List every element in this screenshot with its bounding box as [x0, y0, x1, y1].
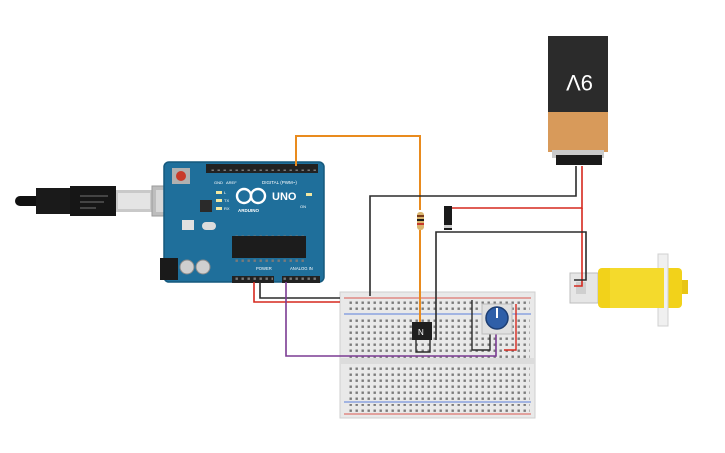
on-led [306, 193, 312, 196]
jumper-black-emitter[interactable] [415, 340, 431, 353]
uno-label: UNO [272, 191, 297, 203]
wire-black-battery-gnd[interactable] [369, 166, 577, 296]
wire-purple-analog[interactable] [285, 282, 497, 357]
usb-cable[interactable] [15, 185, 189, 217]
center-channel [340, 358, 535, 364]
transistor-label: N [418, 328, 424, 337]
wire-black-motor-negative[interactable] [435, 231, 587, 340]
oscillator [202, 222, 216, 230]
bottom-power-rail[interactable] [346, 404, 530, 413]
crystal [182, 220, 194, 230]
aref-label: AREF [226, 180, 237, 185]
status-leds: L TX RX [216, 190, 230, 211]
npn-transistor[interactable]: N [412, 322, 432, 340]
digital-header-label: DIGITAL (PWM~) [262, 180, 297, 185]
power-header-label: POWER [256, 266, 272, 271]
on-label: ON [300, 204, 306, 209]
dc-motor[interactable] [569, 253, 688, 327]
led-label-rx: RX [224, 206, 230, 211]
capacitor-1 [179, 259, 195, 275]
arduino-logo: ARDUINO [235, 187, 267, 213]
wire-red-motor-positive[interactable] [574, 208, 583, 287]
wire-red-5v[interactable] [253, 282, 340, 303]
led-label-l: L [224, 190, 227, 195]
digital-pin-header[interactable] [206, 164, 318, 173]
potentiometer[interactable] [481, 303, 513, 335]
capacitor-2 [195, 259, 211, 275]
power-jack[interactable] [160, 258, 178, 280]
wire-orange-signal[interactable] [295, 135, 421, 210]
breadboard[interactable] [339, 291, 536, 419]
bottom-terminal-strip[interactable] [346, 366, 530, 402]
jumper-black-pot[interactable] [471, 300, 491, 351]
power-pin-header[interactable] [232, 276, 274, 283]
diode[interactable] [444, 206, 452, 230]
resistor[interactable] [417, 212, 424, 230]
analog-header-label: ANALOG IN [290, 266, 313, 271]
wire-red-battery-positive[interactable] [452, 166, 583, 209]
jumper-red-pot[interactable] [504, 304, 517, 351]
battery-label: 9V [566, 70, 593, 95]
wires [253, 135, 587, 357]
analog-pin-header[interactable] [282, 276, 320, 283]
battery-9v[interactable]: 9V [548, 36, 608, 165]
arduino-maker-text: ARDUINO [238, 208, 259, 213]
wire-black-gnd[interactable] [259, 282, 340, 299]
arduino-uno-board[interactable]: DIGITAL (PWM~) AREF GND ARDUINO UNO L TX… [160, 161, 325, 283]
atmega-chip [232, 232, 306, 262]
led-label-tx: TX [224, 198, 229, 203]
usb-chip [200, 200, 212, 212]
gnd-label: GND [214, 180, 223, 185]
